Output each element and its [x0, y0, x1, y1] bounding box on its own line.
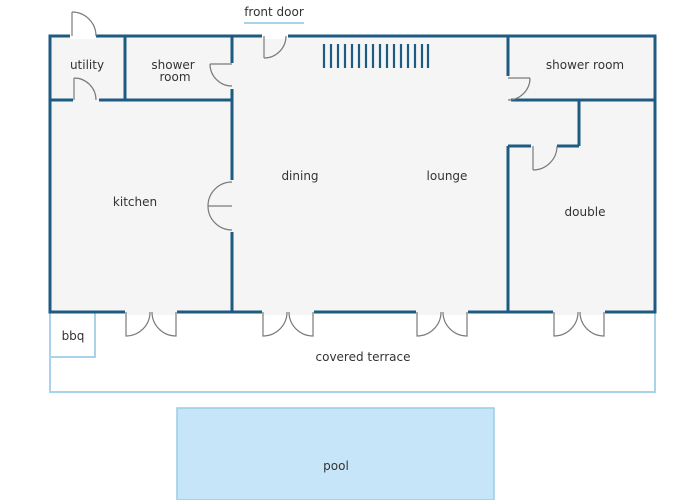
- house-floor: [50, 36, 655, 312]
- room-label-bbq: bbq: [62, 329, 85, 343]
- door-icon: [507, 77, 531, 101]
- door-icon: [209, 63, 233, 87]
- room-label-shower-line2: room: [159, 70, 190, 84]
- door-icon: [73, 77, 97, 101]
- stairs-icon: [322, 44, 430, 68]
- room-label-shower-room-right: shower room: [546, 58, 624, 72]
- exterior-wall: [48, 34, 657, 314]
- room-label-shower-line1: shower: [151, 58, 194, 72]
- double-door-icon: [553, 311, 605, 337]
- front-door-label: front door: [244, 5, 304, 19]
- room-label-double: double: [565, 205, 606, 219]
- room-label-kitchen: kitchen: [113, 195, 157, 209]
- bbq-area: [49, 311, 96, 358]
- double-door-icon: [262, 311, 314, 337]
- room-label-covered-terrace: covered terrace: [316, 350, 411, 364]
- double-door-icon: [416, 311, 468, 337]
- room-label-lounge: lounge: [427, 169, 468, 183]
- room-label-pool: pool: [323, 459, 349, 473]
- double-door-icon: [125, 311, 177, 337]
- door-icon: [532, 145, 558, 171]
- door-icon: [71, 11, 97, 37]
- room-label-shower-room-left: shower room: [151, 58, 198, 84]
- double-door-icon: [207, 181, 233, 231]
- room-label-utility: utility: [70, 58, 104, 72]
- pool-area: [176, 407, 495, 500]
- room-label-dining: dining: [281, 169, 318, 183]
- door-icon: [263, 35, 287, 59]
